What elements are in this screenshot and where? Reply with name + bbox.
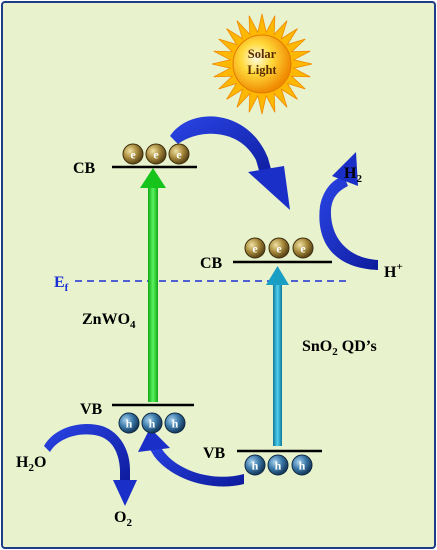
zno-vb-hole-1: [118, 412, 140, 434]
zno-vb-hole-3: [164, 412, 186, 434]
zno-cb-electron-2: [145, 143, 167, 165]
hplus-label: H+: [384, 261, 403, 281]
sno-excitation-arrow: [266, 266, 289, 446]
sno-vb-hole-3: [291, 454, 313, 476]
zno-excitation-arrow: [140, 168, 166, 402]
sno-cb-electron-symbol-3: e: [300, 242, 306, 256]
zno-cb-electron-1: [122, 143, 144, 165]
sun-icon: [211, 13, 313, 115]
sno-vb-label: VB: [203, 445, 226, 462]
zno-cb-electron-symbol-3: e: [176, 148, 182, 162]
sun-disc: [232, 34, 292, 94]
zno-vb-hole-symbol-2: h: [149, 417, 156, 431]
sno-cb-electron-3: [292, 237, 314, 259]
zno-vb-hole-symbol-3: h: [172, 417, 179, 431]
zno-cb-electron-symbol-1: e: [130, 148, 136, 162]
sun-label-line1: Solar: [248, 47, 277, 61]
h2-evolution-arrow: [319, 152, 378, 270]
sno-cb-electron-symbol-1: e: [252, 242, 258, 256]
sno-material-label: SnO2 QD’s: [302, 338, 377, 358]
electron-transfer-arrow: [170, 116, 290, 210]
charge-carriers: e e e e e e h h h h h h: [118, 143, 314, 476]
zno-cb-electron-3: [168, 143, 190, 165]
hole-transfer-arrow: [138, 428, 244, 487]
sno-vb-hole-symbol-3: h: [299, 459, 306, 473]
h2-label: H2: [344, 165, 362, 185]
zno-cb-electron-symbol-2: e: [153, 148, 159, 162]
zno-vb-hole-symbol-1: h: [126, 417, 133, 431]
zno-vb-label: VB: [80, 401, 103, 418]
sun-label-line2: Light: [247, 63, 277, 77]
sno-cb-electron-2: [268, 237, 290, 259]
zno-material-label: ZnWO4: [82, 311, 136, 331]
sno-vb-hole-1: [244, 454, 266, 476]
sno-cb-electron-symbol-2: e: [276, 242, 282, 256]
sno-cb-electron-1: [244, 237, 266, 259]
water-oxidation-arrow: [44, 424, 137, 506]
zno-cb-label: CB: [73, 160, 96, 177]
fermi-label: Ef: [54, 274, 69, 294]
o2-label: O2: [114, 509, 132, 529]
sno-cb-label: CB: [200, 255, 223, 272]
sno-vb-hole-symbol-2: h: [275, 459, 282, 473]
sno-vb-hole-symbol-1: h: [252, 459, 259, 473]
h2o-label: H2O: [16, 454, 46, 474]
sno-vb-hole-2: [267, 454, 289, 476]
zno-vb-hole-2: [141, 412, 163, 434]
